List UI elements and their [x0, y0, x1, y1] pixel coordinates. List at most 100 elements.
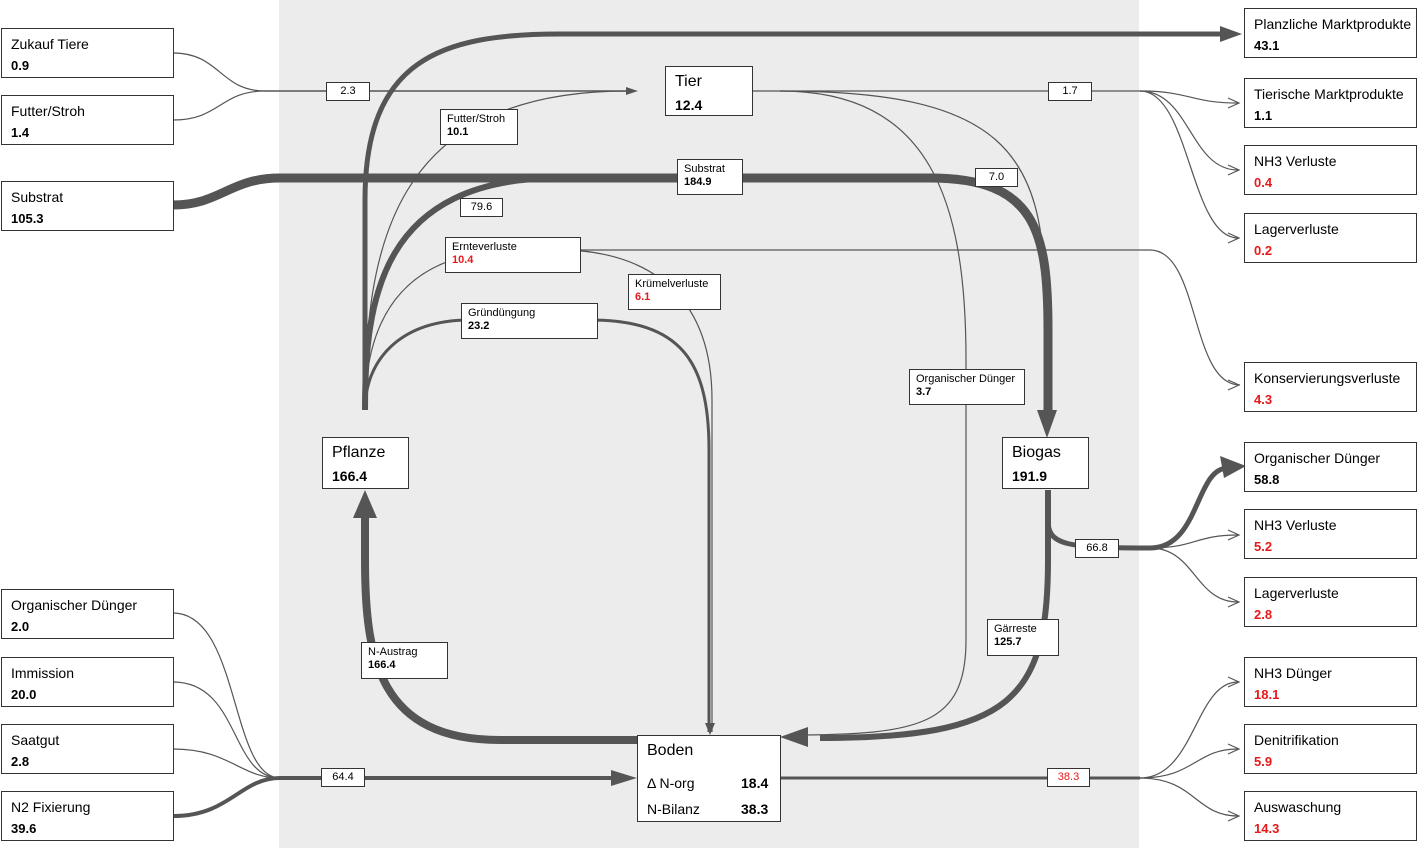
- pill-boden-out: 38.3: [1047, 768, 1090, 787]
- input-value: 0.9: [11, 58, 30, 73]
- input-label: N2 Fixierung: [11, 799, 91, 815]
- node-tier: Tier 12.4: [665, 66, 753, 116]
- input-label: Futter/Stroh: [11, 103, 85, 119]
- flow-gaerreste: [819, 490, 1051, 741]
- flow-label-substrat: Substrat 184.9: [677, 159, 743, 195]
- flow-tier-biogas: [779, 90, 1046, 412]
- arrowhead-denitri: [1227, 743, 1241, 755]
- flow-label-name: Krümelverluste: [635, 278, 709, 290]
- flow-label-ernteverluste: Ernteverluste 10.4: [445, 237, 581, 273]
- arrowhead-boden-gaerreste: [780, 727, 808, 747]
- flow-tier-tierische: [1139, 90, 1239, 104]
- flow-biogas-duenger: [1149, 465, 1229, 551]
- flow-boden-denitri: [1139, 748, 1239, 779]
- flow-label-value: 10.1: [447, 126, 469, 138]
- flow-biogas-lager: [1149, 547, 1239, 603]
- flow-tier-lager: [1139, 90, 1239, 239]
- arrowhead-biogas: [1037, 410, 1057, 438]
- pill-in-boden: 64.4: [321, 768, 365, 787]
- pill-biogas-out: 66.8: [1075, 539, 1119, 558]
- flow-pflanze-tier: [364, 90, 629, 411]
- arrowhead-nh3-duenger: [1227, 676, 1241, 688]
- flow-pflanze-planzliche: [362, 31, 1222, 410]
- output-value: 18.1: [1254, 687, 1280, 702]
- input-futter-stroh: Futter/Stroh 1.4: [1, 95, 174, 145]
- flow-label-value: 184.9: [684, 176, 712, 188]
- node-boden: Boden Δ N-org 18.4 N-Bilanz 38.3: [637, 735, 781, 822]
- input-value: 20.0: [11, 687, 37, 702]
- node-value: 12.4: [675, 97, 703, 113]
- output-nh3-verluste-tier: NH3 Verluste 0.4: [1244, 145, 1417, 195]
- node-label: Boden: [647, 742, 694, 759]
- output-planzliche-marktprodukte: Planzliche Marktprodukte 43.1: [1244, 8, 1417, 58]
- output-value: 5.9: [1254, 754, 1273, 769]
- arrowhead-konservierung: [1227, 379, 1241, 391]
- n-bilanz-label: N-Bilanz: [647, 801, 700, 817]
- node-value: 166.4: [332, 468, 368, 484]
- input-value: 2.0: [11, 619, 30, 634]
- output-nh3-duenger: NH3 Dünger 18.1: [1244, 657, 1417, 707]
- pill-pflanze-out: 79.6: [460, 198, 503, 217]
- output-organischer-duenger: Organischer Dünger 58.8: [1244, 442, 1417, 492]
- flow-substrat-in: [172, 173, 1053, 412]
- output-label: NH3 Verluste: [1254, 153, 1337, 169]
- flow-label-organischer-duenger: Organischer Dünger 3.7: [909, 369, 1025, 405]
- boden-n-org-row: Δ N-org 18.4: [647, 775, 768, 791]
- arrowhead-boden-in: [611, 770, 637, 786]
- flow-boden-auswaschung: [1139, 777, 1239, 817]
- flow-boden-nh3: [1139, 681, 1239, 779]
- flow-label-kruemelverluste: Krümelverluste 6.1: [628, 274, 721, 310]
- arrowhead-org-duenger: [1220, 456, 1246, 478]
- output-value: 0.4: [1254, 175, 1273, 190]
- flow-label-futter-stroh: Futter/Stroh 10.1: [440, 109, 518, 145]
- output-value: 14.3: [1254, 821, 1280, 836]
- input-organischer-duenger: Organischer Dünger 2.0: [1, 589, 174, 639]
- flow-label-gaerreste: Gärreste 125.7: [987, 619, 1059, 656]
- arrowhead-lager-tier: [1227, 232, 1241, 244]
- flow-label-name: Substrat: [684, 163, 725, 175]
- flow-label-name: Gärreste: [994, 623, 1037, 635]
- output-value: 4.3: [1254, 392, 1273, 407]
- input-value: 105.3: [11, 211, 44, 226]
- n-bilanz-value: 38.3: [741, 801, 769, 817]
- flow-n-austrag: [361, 515, 638, 744]
- output-label: Auswaschung: [1254, 799, 1342, 815]
- boden-n-bilanz-row: N-Bilanz 38.3: [647, 801, 768, 817]
- input-n2-fixierung: N2 Fixierung 39.6: [1, 791, 174, 841]
- flow-in-immission: [172, 681, 281, 779]
- flow-futter-stroh-in: [172, 90, 266, 121]
- output-label: Konservierungsverluste: [1254, 370, 1401, 386]
- output-tierische-marktprodukte: Tierische Marktprodukte 1.1: [1244, 78, 1417, 128]
- arrowhead-pflanze: [353, 490, 377, 518]
- output-label: Planzliche Marktprodukte: [1254, 16, 1412, 32]
- flow-label-value: 6.1: [635, 291, 651, 303]
- arrowhead-nh3-biogas: [1227, 529, 1241, 541]
- input-label: Saatgut: [11, 732, 60, 748]
- arrowhead-boden-kruemel: [705, 723, 715, 735]
- arrowhead-auswaschung: [1227, 810, 1241, 822]
- output-denitrifikation: Denitrifikation 5.9: [1244, 724, 1417, 774]
- input-saatgut: Saatgut 2.8: [1, 724, 174, 774]
- flow-label-gruenduengung: Gründüngung 23.2: [461, 303, 598, 339]
- output-konservierungsverluste: Konservierungsverluste 4.3: [1244, 362, 1417, 412]
- flow-label-value: 3.7: [916, 386, 932, 398]
- arrowhead-lager-biogas: [1227, 596, 1241, 608]
- flow-label-name: Ernteverluste: [452, 241, 517, 253]
- output-value: 0.2: [1254, 243, 1273, 258]
- input-value: 39.6: [11, 821, 37, 836]
- node-label: Biogas: [1012, 444, 1061, 461]
- flow-label-name: Gründüngung: [468, 307, 536, 319]
- flow-zukauf-tiere: [172, 52, 266, 92]
- flow-label-value: 166.4: [368, 659, 396, 671]
- flow-label-name: N-Austrag: [368, 646, 418, 658]
- pill-in-tier: 2.3: [326, 82, 370, 101]
- input-substrat: Substrat 105.3: [1, 181, 174, 231]
- flow-in-org-duenger: [172, 612, 281, 779]
- node-label: Pflanze: [332, 444, 386, 461]
- flow-biogas-nh3: [1149, 534, 1239, 549]
- output-label: NH3 Verluste: [1254, 517, 1337, 533]
- flow-label-n-austrag: N-Austrag 166.4: [361, 642, 448, 679]
- output-lagerverluste-tier: Lagerverluste 0.2: [1244, 213, 1417, 263]
- arrowhead-tierische: [1227, 97, 1241, 109]
